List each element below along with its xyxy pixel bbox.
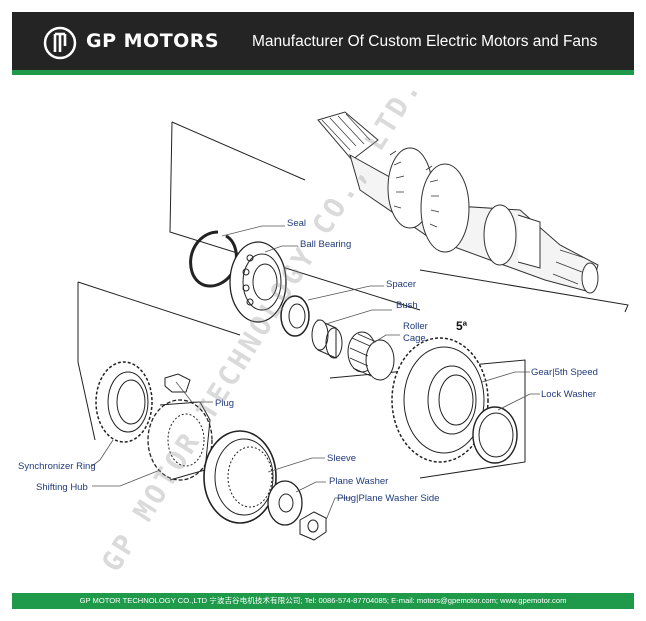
brand-name[interactable]: GP MOTORS bbox=[86, 30, 220, 52]
label-lock-washer: Lock Washer bbox=[541, 389, 597, 400]
company-tagline: Manufacturer Of Custom Electric Motors a… bbox=[252, 33, 598, 50]
ball-bearing bbox=[229, 241, 287, 323]
label-ball-bearing: Ball Bearing bbox=[300, 239, 352, 250]
shifting-hub bbox=[147, 399, 213, 481]
seal-ring bbox=[189, 230, 238, 288]
site-footer: GP MOTOR TECHNOLOGY CO.,LTD 宁波吉谷电机技术有限公司… bbox=[12, 593, 634, 609]
bush bbox=[311, 319, 343, 359]
label-spacer: Spacer bbox=[386, 279, 417, 290]
label-plane-washer: Plane Washer bbox=[329, 476, 389, 487]
plane-washer bbox=[267, 480, 303, 526]
gp-logo-icon[interactable] bbox=[43, 26, 77, 60]
roller-cage bbox=[347, 331, 395, 381]
gear-5th-speed bbox=[391, 337, 489, 463]
label-sleeve: Sleeve bbox=[327, 453, 357, 464]
label-plug-plane-washer-side: Plug|Plane Washer Side bbox=[337, 493, 440, 504]
plug bbox=[164, 373, 191, 393]
upper-assembly-outline bbox=[169, 121, 421, 311]
gear-number-label: 5ª bbox=[456, 319, 468, 333]
main-shaft bbox=[317, 111, 599, 294]
label-plug: Plug bbox=[215, 398, 235, 409]
label-seal: Seal bbox=[287, 218, 307, 229]
plug-plane-washer-side bbox=[299, 511, 327, 541]
label-gear-5th-speed: Gear|5th Speed bbox=[531, 367, 598, 378]
sleeve bbox=[203, 430, 277, 524]
label-roller-cage-line2: Cage bbox=[403, 333, 426, 344]
header-accent-stripe bbox=[12, 70, 634, 75]
label-roller-cage-line1: Roller bbox=[403, 321, 428, 332]
lock-washer bbox=[472, 406, 518, 464]
label-bush: Bush bbox=[396, 300, 418, 311]
label-shifting-hub: Shifting Hub bbox=[36, 482, 88, 493]
site-header bbox=[12, 12, 634, 70]
label-synchronizer-ring: Synchronizer Ring bbox=[18, 461, 96, 472]
spacer bbox=[280, 295, 310, 337]
synchronizer-ring bbox=[95, 361, 153, 443]
